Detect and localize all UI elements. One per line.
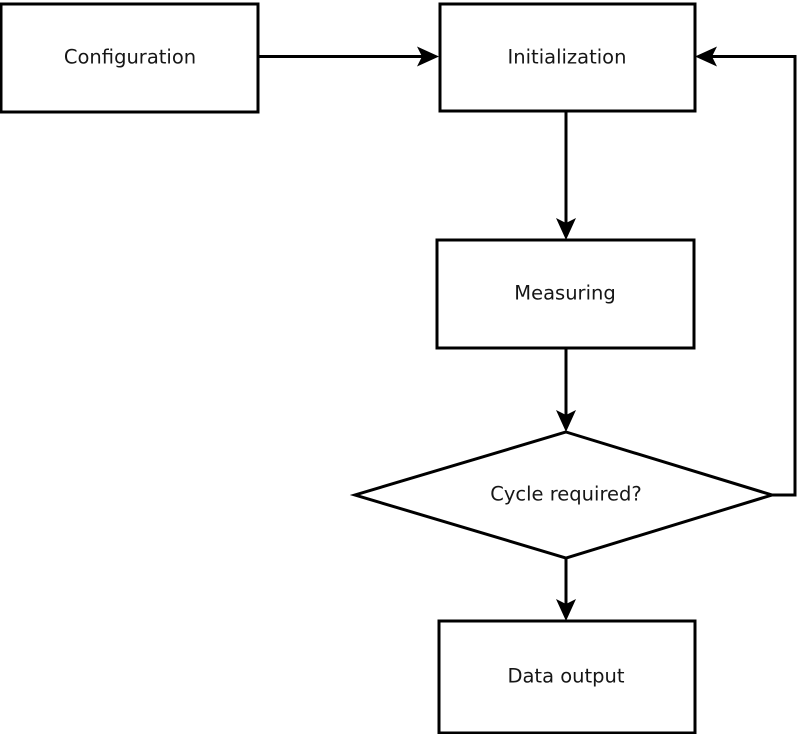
- edge-cycle-required-to-initialization-feedback: [695, 46, 797, 497]
- arrowhead-right: [417, 46, 439, 67]
- edge-initialization-to-measuring: [556, 111, 576, 240]
- arrowhead-down: [556, 218, 576, 240]
- configuration-label: Configuration: [64, 46, 196, 69]
- data-output-label: Data output: [507, 665, 624, 688]
- edge-cycle-required-to-data-output: [556, 558, 576, 621]
- node-measuring[interactable]: Measuring: [435, 238, 696, 350]
- cycle-required-diamond[interactable]: [349, 430, 778, 560]
- measuring-box[interactable]: [435, 238, 696, 350]
- initialization-box[interactable]: [438, 2, 697, 113]
- data-output-box[interactable]: [437, 619, 697, 734]
- initialization-label: Initialization: [508, 46, 627, 69]
- arrowhead-down: [556, 410, 576, 432]
- node-cycle-required[interactable]: Cycle required?: [349, 430, 778, 560]
- configuration-box[interactable]: [0, 2, 260, 114]
- edge-measuring-to-cycle-required: [556, 348, 576, 432]
- measuring-label: Measuring: [514, 282, 615, 305]
- node-initialization[interactable]: Initialization: [438, 2, 697, 113]
- arrowhead-left: [695, 46, 717, 67]
- node-configuration[interactable]: Configuration: [0, 2, 260, 114]
- cycle-required-label: Cycle required?: [490, 483, 642, 506]
- edge-configuration-to-initialization: [259, 46, 439, 67]
- arrowhead-down: [556, 599, 576, 621]
- node-data-output[interactable]: Data output: [437, 619, 697, 734]
